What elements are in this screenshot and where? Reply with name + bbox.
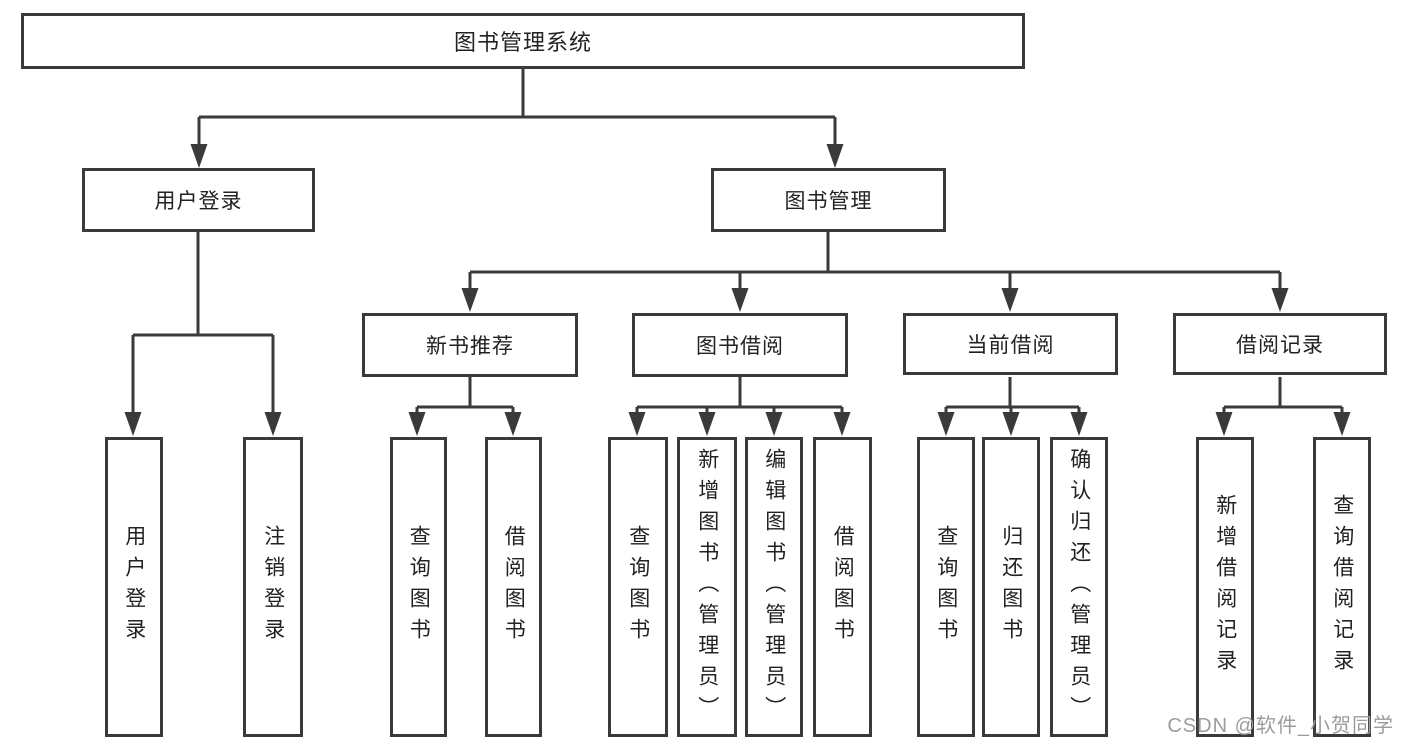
- node-label: 借阅图书: [831, 525, 855, 649]
- leaf-borrow-books-recommend: 借阅图书: [485, 437, 542, 737]
- arrowhead-icon: [504, 412, 522, 436]
- node-label: 用户登录: [154, 190, 243, 213]
- node-label: 查询图书: [407, 525, 431, 649]
- arrowhead-icon: [1002, 412, 1020, 436]
- arrowhead-icon: [826, 144, 844, 168]
- node-library-management-system: 图书管理系统: [21, 13, 1025, 69]
- leaf-user-login: 用户登录: [105, 437, 163, 737]
- arrowhead-icon: [408, 412, 426, 436]
- leaf-borrow-books-borrowing: 借阅图书: [813, 437, 872, 737]
- node-label: 借阅图书: [502, 525, 526, 649]
- arrowhead-icon: [1271, 288, 1289, 312]
- connector-new-book-recommendation-children: [408, 377, 522, 436]
- node-label: 用户登录: [122, 525, 146, 649]
- leaf-logout: 注销登录: [243, 437, 303, 737]
- connector-root-to-level2: [190, 69, 844, 168]
- leaf-confirm-return-admin: 确认归还（管理员）: [1050, 437, 1108, 737]
- arrowhead-icon: [765, 412, 783, 436]
- node-new-book-recommendation: 新书推荐: [362, 313, 578, 377]
- node-borrowing-records: 借阅记录: [1173, 313, 1387, 375]
- node-label: 归还图书: [999, 525, 1023, 649]
- arrowhead-icon: [124, 412, 142, 436]
- arrowhead-icon: [937, 412, 955, 436]
- arrowhead-icon: [461, 288, 479, 312]
- node-label: 注销登录: [261, 525, 285, 649]
- arrowhead-icon: [628, 412, 646, 436]
- connector-user-login-children: [124, 232, 282, 436]
- leaf-query-books-current: 查询图书: [917, 437, 975, 737]
- connector-book-borrowing-children: [628, 377, 851, 436]
- arrowhead-icon: [698, 412, 716, 436]
- arrowhead-icon: [264, 412, 282, 436]
- leaf-query-books-recommend: 查询图书: [390, 437, 447, 737]
- leaf-edit-book-admin: 编辑图书（管理员）: [745, 437, 803, 737]
- leaf-return-books: 归还图书: [982, 437, 1040, 737]
- node-label: 查询图书: [934, 525, 958, 649]
- node-current-borrowing: 当前借阅: [903, 313, 1118, 375]
- arrowhead-icon: [190, 144, 208, 168]
- leaf-query-books-borrowing: 查询图书: [608, 437, 668, 737]
- connector-current-borrowing-children: [937, 377, 1088, 436]
- arrowhead-icon: [1333, 412, 1351, 436]
- leaf-add-borrow-record: 新增借阅记录: [1196, 437, 1254, 737]
- connector-borrowing-records-children: [1215, 377, 1351, 436]
- node-label: 编辑图书（管理员）: [762, 447, 786, 727]
- arrowhead-icon: [1001, 288, 1019, 312]
- node-label: 新增图书（管理员）: [695, 447, 719, 727]
- node-label: 新书推荐: [426, 335, 514, 358]
- csdn-watermark: CSDN @软件_小贺同学: [1167, 715, 1394, 737]
- leaf-query-borrow-record: 查询借阅记录: [1313, 437, 1371, 737]
- leaf-add-book-admin: 新增图书（管理员）: [677, 437, 737, 737]
- arrowhead-icon: [731, 288, 749, 312]
- arrowhead-icon: [1215, 412, 1233, 436]
- node-label: 当前借阅: [966, 334, 1055, 357]
- arrowhead-icon: [1070, 412, 1088, 436]
- node-label: 查询借阅记录: [1330, 494, 1354, 680]
- node-book-management: 图书管理: [711, 168, 946, 232]
- node-label: 确认归还（管理员）: [1067, 447, 1091, 727]
- node-label: 借阅记录: [1236, 334, 1324, 357]
- node-label: 查询图书: [626, 525, 650, 649]
- node-label: 图书管理系统: [453, 30, 592, 55]
- node-label: 图书借阅: [696, 335, 784, 358]
- node-user-login: 用户登录: [82, 168, 315, 232]
- node-label: 图书管理: [784, 190, 873, 213]
- arrowhead-icon: [833, 412, 851, 436]
- node-label: 新增借阅记录: [1213, 494, 1237, 680]
- connector-book-management-children: [461, 232, 1289, 312]
- node-book-borrowing: 图书借阅: [632, 313, 848, 377]
